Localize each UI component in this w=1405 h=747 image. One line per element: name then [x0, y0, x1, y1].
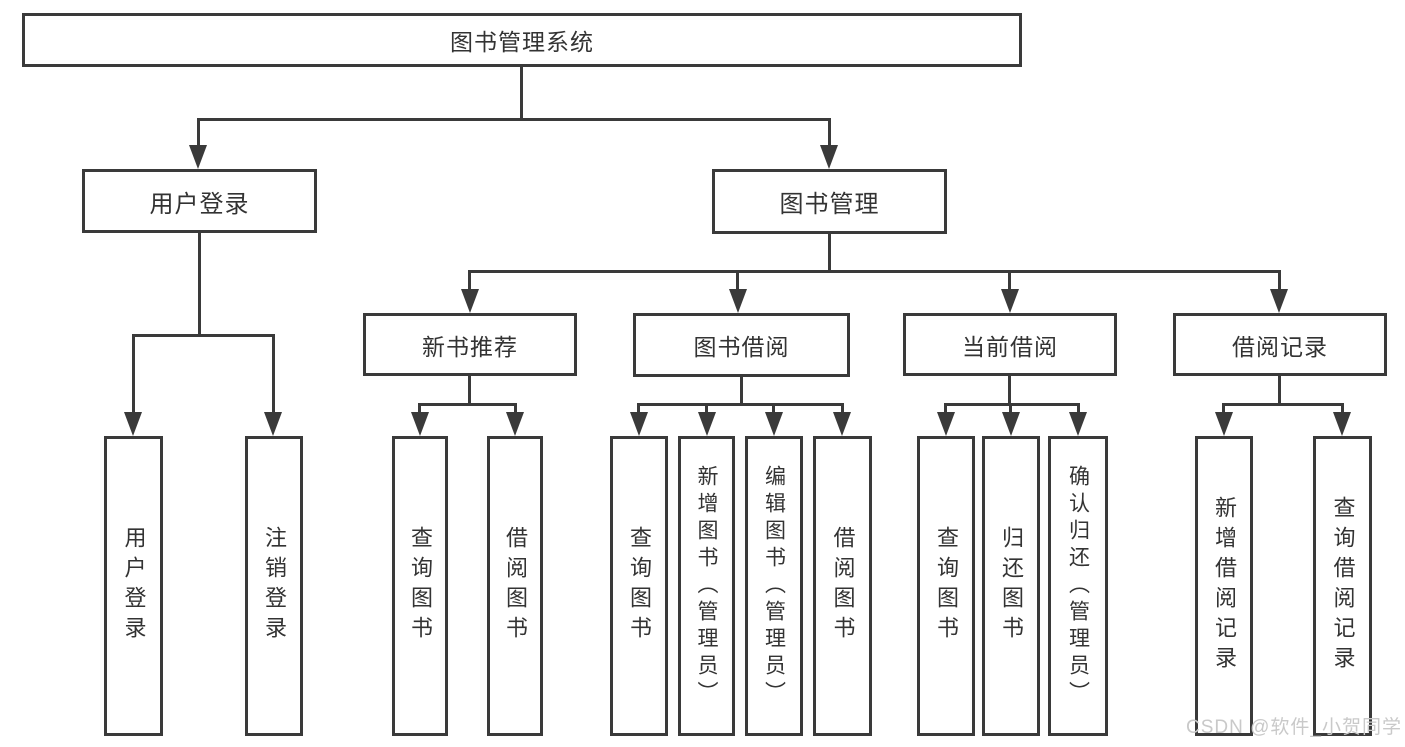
connector-line	[740, 375, 743, 406]
arrow-down-icon	[765, 412, 783, 436]
connector-line	[705, 403, 708, 416]
leaf-return-book: 归还图书	[982, 436, 1040, 736]
connector-line	[132, 334, 135, 414]
leaf-logout-label: 注销登录	[262, 526, 287, 646]
arrow-down-icon	[1001, 289, 1019, 313]
arrow-down-icon	[729, 289, 747, 313]
connector-line	[1077, 403, 1080, 416]
connector-line	[197, 118, 200, 149]
connector-line	[1278, 375, 1281, 406]
arrow-down-icon	[189, 145, 207, 169]
leaf-user-login-label: 用户登录	[121, 526, 147, 646]
node-new-book-recommend-label: 新书推荐	[422, 333, 518, 360]
connector-line	[468, 270, 471, 292]
connector-line	[944, 403, 1080, 406]
connector-line	[469, 270, 1281, 273]
leaf-newbook-borrow: 借阅图书	[487, 436, 543, 736]
leaf-add-borrow-record: 新增借阅记录	[1195, 436, 1253, 736]
connector-line	[736, 270, 739, 292]
connector-line	[198, 232, 201, 336]
leaf-confirm-return-admin-label: 确认归还（管理员）	[1066, 464, 1090, 708]
connector-line	[197, 118, 831, 121]
connector-line	[1008, 270, 1011, 292]
connector-line	[828, 118, 831, 149]
node-root: 图书管理系统	[22, 13, 1022, 67]
node-borrow-records: 借阅记录	[1173, 313, 1387, 376]
leaf-borrow-book: 借阅图书	[813, 436, 872, 736]
connector-line	[520, 65, 523, 120]
leaf-borrow-query: 查询图书	[610, 436, 668, 736]
connector-line	[418, 403, 421, 416]
leaf-add-book-admin-label: 新增图书（管理员）	[695, 464, 718, 708]
leaf-edit-book-admin: 编辑图书（管理员）	[745, 436, 803, 736]
node-new-book-recommend: 新书推荐	[363, 313, 577, 376]
arrow-down-icon	[833, 412, 851, 436]
connector-line	[1222, 403, 1225, 416]
node-book-management-label: 图书管理	[779, 191, 880, 218]
connector-line	[132, 334, 275, 337]
leaf-user-login: 用户登录	[104, 436, 163, 736]
arrow-down-icon	[264, 412, 282, 436]
connector-line	[637, 403, 844, 406]
leaf-current-query: 查询图书	[917, 436, 975, 736]
arrow-down-icon	[937, 412, 955, 436]
arrow-down-icon	[1333, 412, 1351, 436]
connector-line	[1278, 270, 1281, 292]
leaf-add-book-admin: 新增图书（管理员）	[678, 436, 735, 736]
connector-line	[1341, 403, 1344, 416]
node-book-management: 图书管理	[712, 169, 947, 234]
node-user-login-label: 用户登录	[149, 190, 250, 218]
arrow-down-icon	[461, 289, 479, 313]
leaf-newbook-query-label: 查询图书	[408, 526, 433, 646]
arrow-down-icon	[124, 412, 142, 436]
leaf-logout: 注销登录	[245, 436, 303, 736]
arrow-down-icon	[698, 412, 716, 436]
arrow-down-icon	[630, 412, 648, 436]
leaf-query-borrow-record-label: 查询借阅记录	[1330, 496, 1356, 676]
connector-line	[944, 403, 947, 416]
arrow-down-icon	[1002, 412, 1020, 436]
node-current-borrow-label: 当前借阅	[962, 333, 1058, 360]
leaf-newbook-borrow-label: 借阅图书	[503, 526, 528, 646]
arrow-down-icon	[1069, 412, 1087, 436]
leaf-newbook-query: 查询图书	[392, 436, 448, 736]
leaf-edit-book-admin-label: 编辑图书（管理员）	[762, 464, 786, 708]
connector-line	[828, 232, 831, 273]
leaf-query-borrow-record: 查询借阅记录	[1313, 436, 1372, 736]
csdn-watermark: CSDN @软件_小贺同学	[1186, 717, 1402, 738]
leaf-current-query-label: 查询图书	[934, 526, 959, 646]
connector-line	[1009, 403, 1012, 416]
connector-line	[772, 403, 775, 416]
leaf-confirm-return-admin: 确认归还（管理员）	[1048, 436, 1108, 736]
arrow-down-icon	[1270, 289, 1288, 313]
node-book-borrow: 图书借阅	[633, 313, 850, 377]
leaf-add-borrow-record-label: 新增借阅记录	[1212, 496, 1237, 676]
connector-line	[1008, 375, 1011, 406]
node-current-borrow: 当前借阅	[903, 313, 1117, 376]
node-borrow-records-label: 借阅记录	[1232, 333, 1328, 360]
arrow-down-icon	[820, 145, 838, 169]
arrow-down-icon	[506, 412, 524, 436]
node-root-label: 图书管理系统	[450, 29, 594, 55]
connector-line	[1222, 403, 1344, 406]
connector-line	[637, 403, 640, 416]
connector-line	[272, 334, 275, 414]
node-user-login: 用户登录	[82, 169, 317, 233]
arrow-down-icon	[1215, 412, 1233, 436]
node-book-borrow-label: 图书借阅	[693, 334, 790, 360]
leaf-return-book-label: 归还图书	[999, 526, 1024, 646]
connector-line	[468, 375, 471, 406]
connector-line	[418, 403, 517, 406]
connector-line	[841, 403, 844, 416]
connector-line	[514, 403, 517, 416]
leaf-borrow-book-label: 借阅图书	[830, 526, 856, 646]
leaf-borrow-query-label: 查询图书	[627, 526, 652, 646]
arrow-down-icon	[411, 412, 429, 436]
